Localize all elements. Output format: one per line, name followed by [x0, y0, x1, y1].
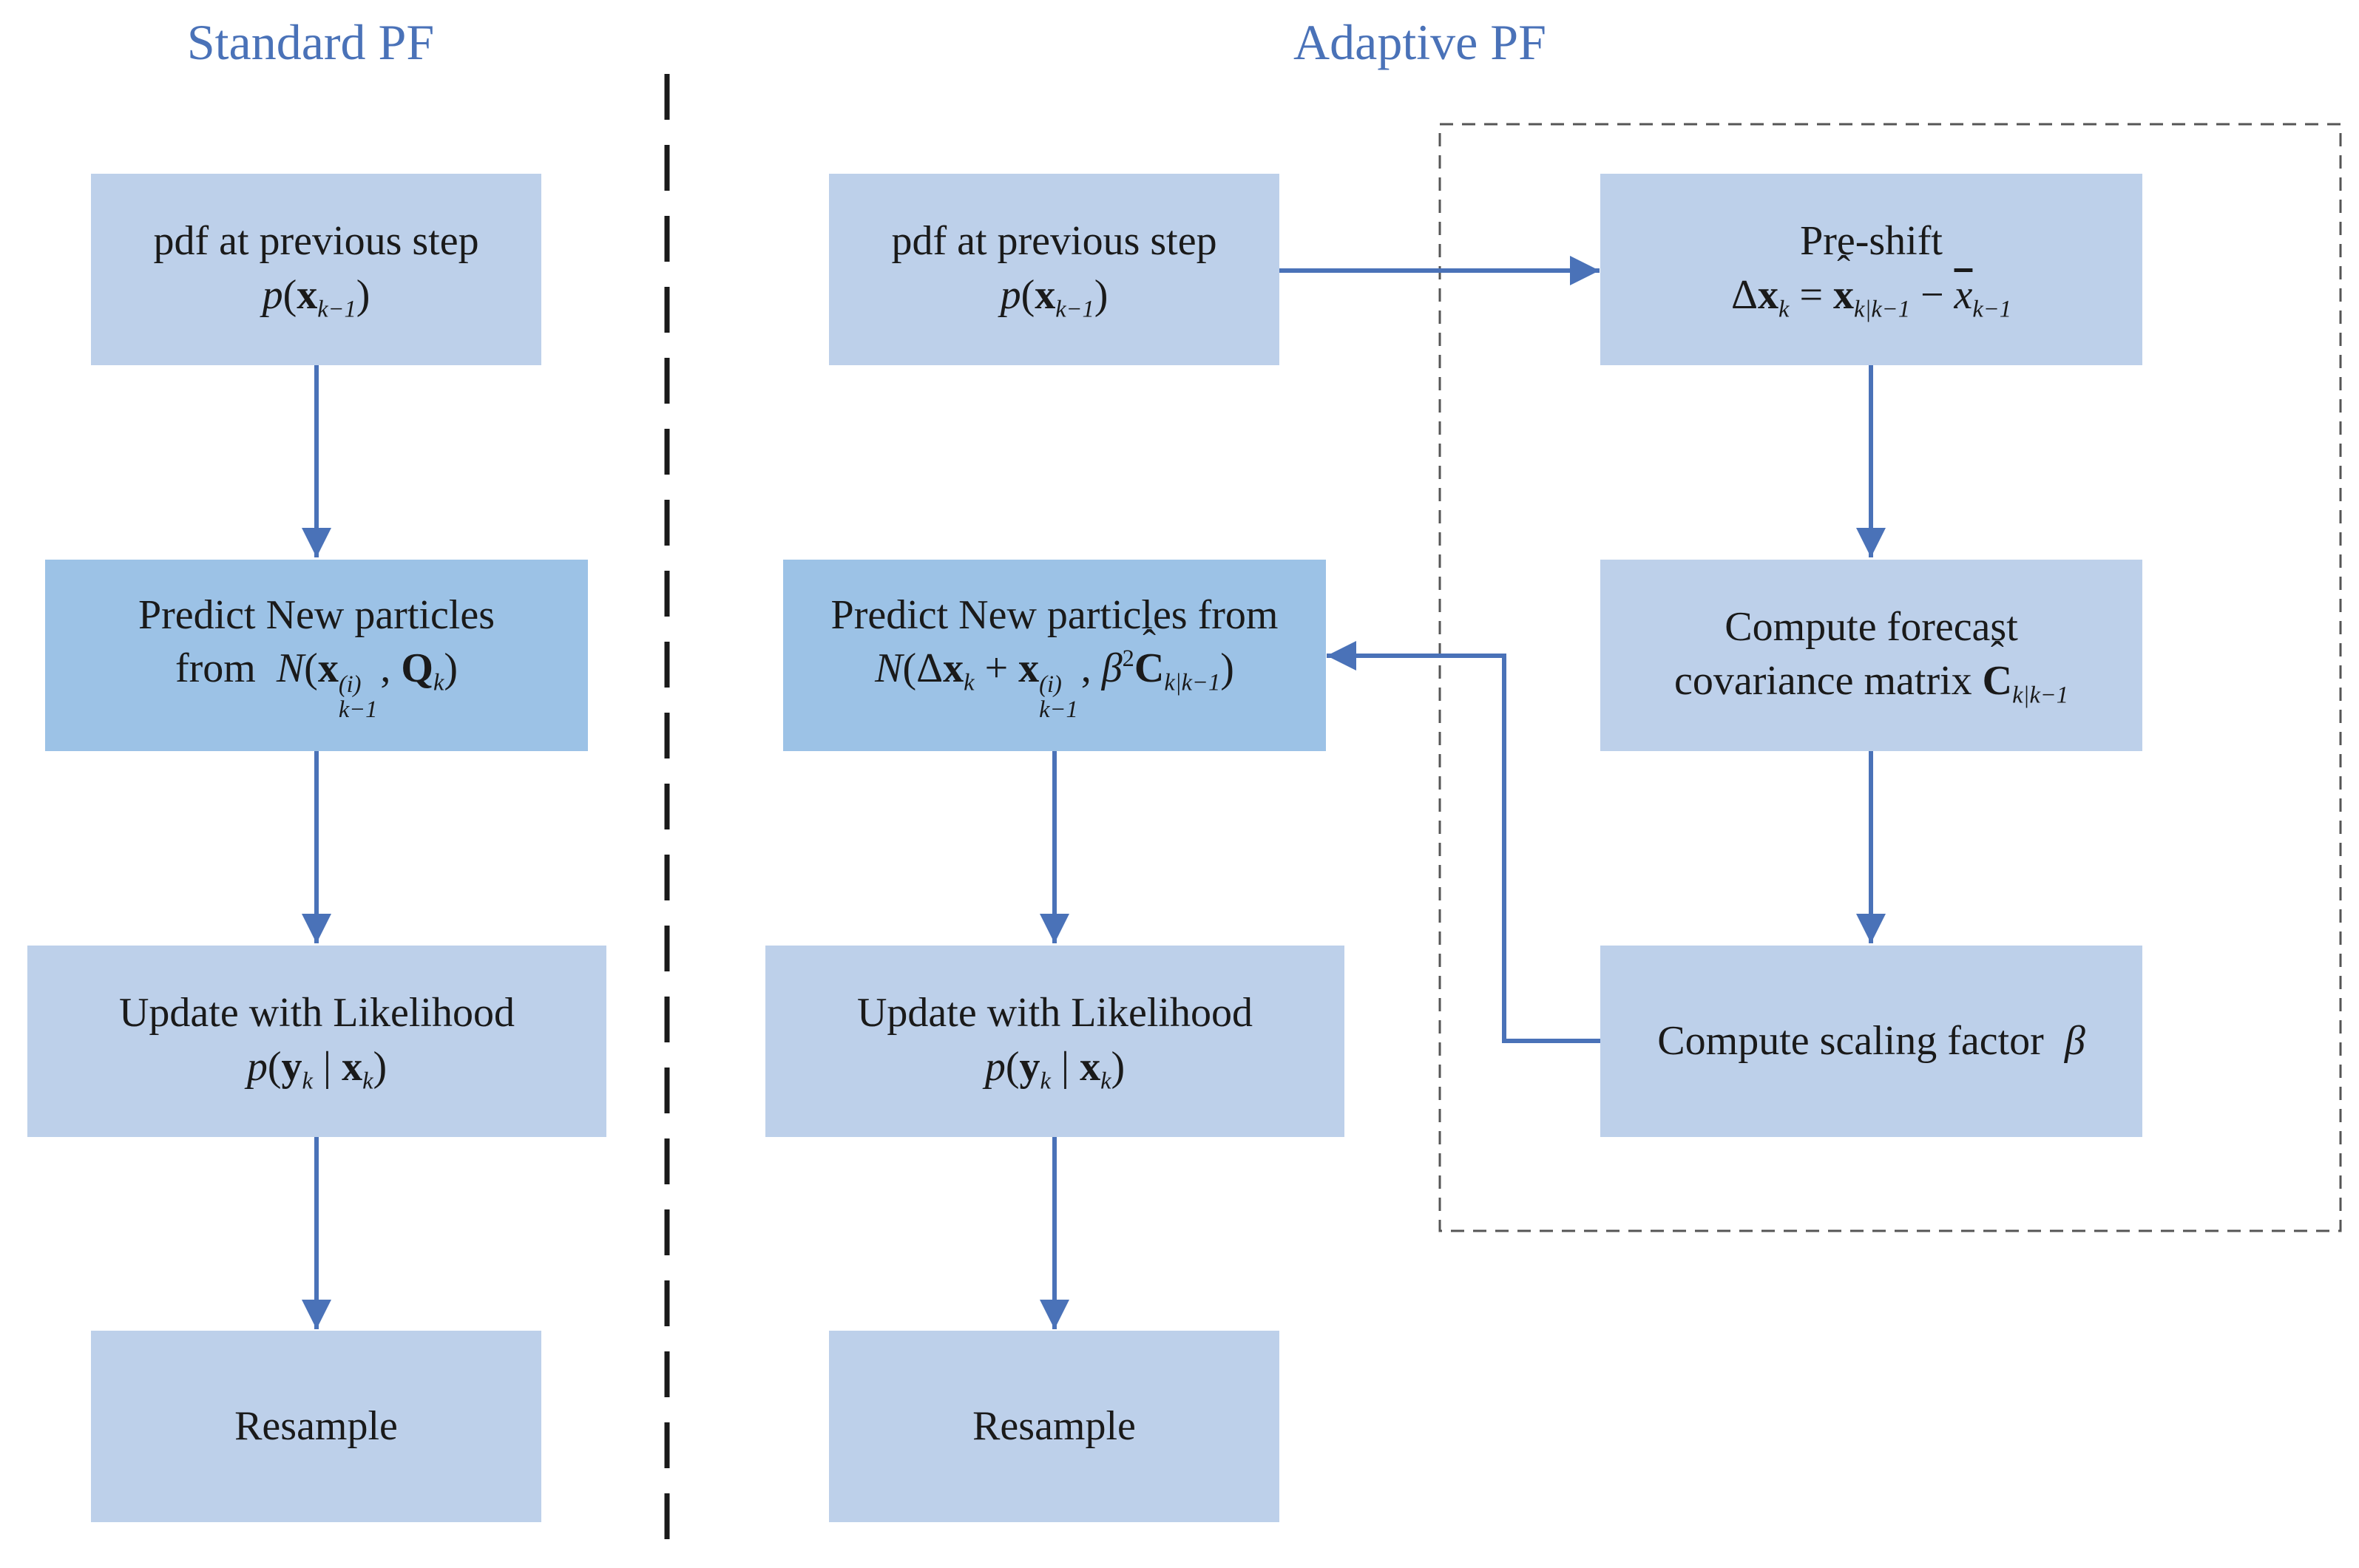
adp-pdf-previous-step-label: pdf at previous step: [891, 217, 1217, 264]
std-predict-label: Predict New particles: [138, 591, 495, 638]
adp-predict-formula: N(Δxk + x(i)k−1, β2Ck|k−1): [875, 642, 1234, 722]
scaling-factor-label: Compute scaling factor β: [1657, 1018, 2085, 1065]
forecast-covariance-box: Compute forecast covariance matrix Ck|k−…: [1600, 560, 2142, 751]
adp-predict-label: Predict New particles from: [830, 591, 1279, 638]
adp-update-box: Update with Likelihood p(yk | xk): [765, 946, 1344, 1137]
adp-update-label: Update with Likelihood: [856, 989, 1253, 1036]
adp-resample-label: Resample: [972, 1403, 1136, 1450]
adp-resample-box: Resample: [829, 1331, 1279, 1522]
arrow-adp-scaling-to-predict: [1327, 641, 1600, 1043]
preshift-box: Pre-shift Δxk = xk|k−1 − xk−1: [1600, 174, 2142, 365]
adaptive-pf-title: Adaptive PF: [1293, 14, 1546, 70]
std-likelihood-formula: p(yk | xk): [246, 1043, 387, 1094]
preshift-formula: Δxk = xk|k−1 − xk−1: [1731, 268, 2011, 325]
std-update-box: Update with Likelihood p(yk | xk): [27, 946, 606, 1137]
std-pdf-previous-step-label: pdf at previous step: [153, 217, 479, 264]
std-predict-formula: from N(x(i)k−1, Qk): [175, 645, 458, 724]
scaling-factor-box: Compute scaling factor β: [1600, 946, 2142, 1137]
std-resample-box: Resample: [91, 1331, 541, 1522]
forecast-covariance-label-1: Compute forecast: [1725, 603, 2018, 650]
adp-pdf-previous-step-box: pdf at previous step p(xk−1): [829, 174, 1279, 365]
adp-pdf-formula: p(xk−1): [1000, 271, 1109, 322]
adp-predict-box: Predict New particles from N(Δxk + x(i)k…: [783, 560, 1326, 751]
forecast-covariance-label-2: covariance matrix Ck|k−1: [1674, 654, 2068, 711]
std-predict-box: Predict New particles from N(x(i)k−1, Qk…: [45, 560, 588, 751]
adaptive-module-frame: [1438, 123, 2342, 1232]
std-resample-label: Resample: [234, 1403, 398, 1450]
std-pdf-formula: p(xk−1): [262, 271, 370, 322]
std-update-label: Update with Likelihood: [118, 989, 515, 1036]
preshift-label: Pre-shift: [1800, 217, 1943, 264]
adp-likelihood-formula: p(yk | xk): [984, 1043, 1126, 1094]
std-pdf-previous-step-box: pdf at previous step p(xk−1): [91, 174, 541, 365]
standard-pf-title: Standard PF: [186, 14, 435, 70]
